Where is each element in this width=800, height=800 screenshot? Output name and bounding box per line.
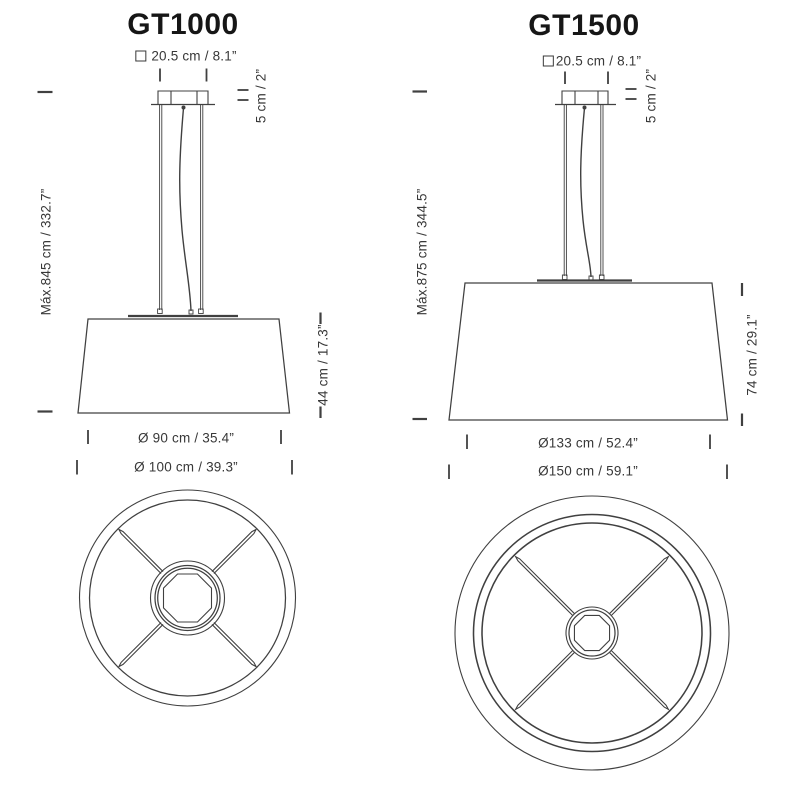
gt1500-shade-height-label: 74 cm / 29.1”	[744, 314, 760, 396]
gt1000-canopy-width-text: 20.5 cm / 8.1”	[151, 48, 237, 64]
gt1500-title: GT1500	[528, 9, 640, 42]
gt1500-canopy-width-text: 20.5 cm / 8.1”	[555, 53, 642, 69]
gt1500-canopy-width-label: 20.5 cm / 8.1”	[542, 53, 642, 69]
gt1000-side-view	[77, 90, 291, 414]
gt1500-canopy-height-label: 5 cm / 2”	[643, 68, 659, 124]
gt1000-bottom-diameter-label: Ø 100 cm / 39.3”	[134, 459, 238, 475]
gt1000-shade-height-label: 44 cm / 17.3”	[315, 324, 331, 406]
gt1500-bottom-view	[454, 495, 730, 771]
gt1000-canopy-width-label: 20.5 cm / 8.1”	[135, 49, 236, 64]
square-outline-icon	[135, 50, 147, 62]
gt1500-max-drop-label: Máx.875 cm / 344.5”	[414, 188, 430, 316]
square-outline-icon	[542, 55, 554, 67]
gt1000-title: GT1000	[127, 8, 239, 41]
gt1000-max-drop-label: Máx.845 cm / 332.7”	[38, 188, 54, 316]
gt1000-top-diameter-label: Ø 90 cm / 35.4”	[137, 430, 235, 446]
gt1500-bottom-diameter-label: Ø150 cm / 59.1”	[538, 463, 638, 479]
gt1500-side-view	[448, 90, 729, 421]
gt1000-bottom-view	[78, 489, 297, 707]
gt1000-canopy-height-label: 5 cm / 2”	[253, 68, 269, 124]
gt1500-top-diameter-label: Ø133 cm / 52.4”	[538, 435, 638, 451]
gt1500-dimension-ticks	[412, 71, 744, 479]
gt1000-dimension-ticks	[37, 68, 322, 475]
